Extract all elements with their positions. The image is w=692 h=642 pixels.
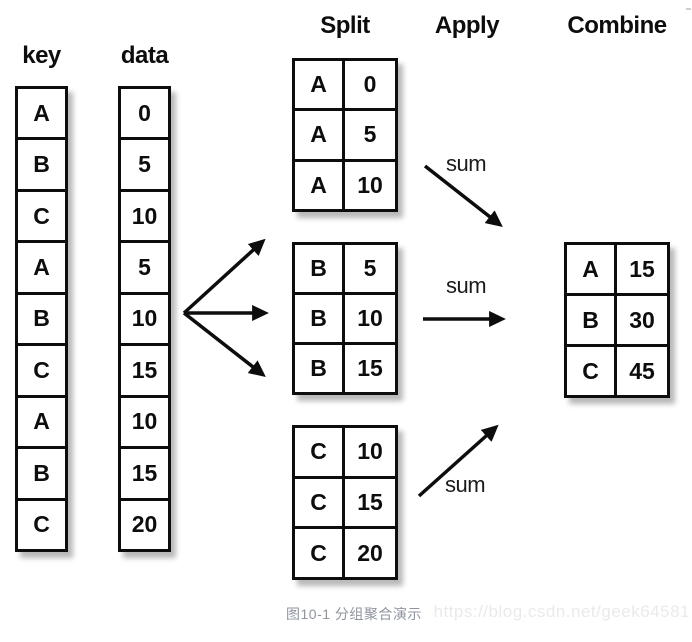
- group-value-cell: 20: [357, 539, 383, 566]
- group-value-cell: 15: [357, 355, 383, 381]
- key-cell: A: [18, 243, 65, 295]
- result-value-cell: 45: [629, 357, 655, 384]
- sum-label-middle: sum: [446, 273, 487, 298]
- group-key-cell: C: [295, 478, 345, 530]
- split-fan-arrow-top: [182, 238, 266, 315]
- group-value-cell: 5: [345, 245, 395, 295]
- watermark-url: https://blog.csdn.net/geek64581: [433, 602, 690, 621]
- figure-caption: 图10-1 分组聚合演示: [286, 606, 422, 622]
- result-key-cell: A: [567, 245, 617, 296]
- data-cell: 5: [121, 243, 168, 295]
- result-key-cell: C: [567, 347, 617, 395]
- data-cell: 20: [131, 511, 158, 538]
- apply-stage-header: Apply: [434, 12, 500, 39]
- key-cell: C: [18, 346, 65, 398]
- split-fan-arrow-bottom: [182, 311, 266, 378]
- combine-result-table: A 15 B 30 C 45: [564, 242, 670, 398]
- data-cell: 15: [121, 346, 168, 398]
- sum-label-top: sum: [446, 151, 487, 176]
- group-value-cell: 10: [357, 171, 383, 198]
- key-column-header: key: [22, 42, 61, 69]
- group-key-cell: B: [295, 345, 345, 392]
- group-value-cell: 0: [345, 61, 395, 112]
- group-value-cell: 15: [345, 479, 395, 530]
- key-cell: B: [18, 140, 65, 192]
- key-cell: C: [18, 192, 65, 244]
- data-cell: 10: [121, 295, 168, 347]
- group-value-cell: 5: [345, 111, 395, 162]
- data-column: 0 5 10 5 10 15 10 15 20: [118, 86, 171, 552]
- data-cell: 5: [121, 140, 168, 192]
- group-key-cell: B: [295, 245, 345, 295]
- group-key-cell: B: [295, 295, 345, 345]
- key-cell: A: [18, 398, 65, 450]
- key-column: A B C A B C A B C: [15, 86, 68, 552]
- result-value-cell: 15: [617, 245, 667, 296]
- data-cell: 0: [121, 89, 168, 141]
- group-key-cell: A: [295, 161, 345, 209]
- key-cell: A: [18, 89, 65, 141]
- result-value-cell: 30: [617, 296, 667, 347]
- group-key-cell: C: [295, 428, 345, 479]
- group-key-cell: A: [295, 61, 345, 112]
- data-cell: 10: [121, 192, 168, 244]
- group-key-cell: C: [295, 529, 345, 577]
- data-cell: 10: [121, 398, 168, 450]
- combine-stage-header: Combine: [567, 12, 667, 39]
- result-key-cell: B: [567, 296, 617, 347]
- split-table-group-b: B 5 B 10 B 15: [292, 242, 398, 395]
- data-cell: 15: [121, 449, 168, 501]
- group-value-cell: 10: [345, 295, 395, 345]
- key-cell: B: [18, 295, 65, 347]
- split-table-group-c: C 10 C 15 C 20: [292, 425, 398, 580]
- corner-artifact: [686, 8, 691, 10]
- group-key-cell: A: [295, 111, 345, 162]
- group-value-cell: 10: [345, 428, 395, 479]
- sum-label-bottom: sum: [445, 472, 486, 497]
- key-cell: C: [33, 511, 50, 538]
- split-stage-header: Split: [320, 12, 370, 39]
- split-table-group-a: A 0 A 5 A 10: [292, 58, 398, 212]
- key-cell: B: [18, 449, 65, 501]
- data-column-header: data: [120, 42, 169, 69]
